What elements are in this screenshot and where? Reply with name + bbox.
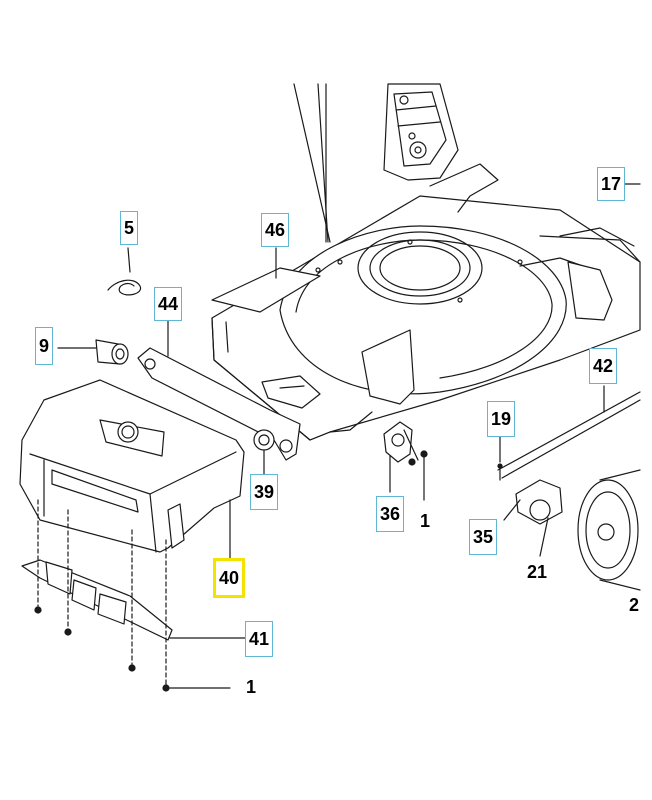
screw-lines xyxy=(37,499,167,687)
callout-36: 36 xyxy=(376,496,404,532)
callout-1-bottom: 1 xyxy=(245,677,256,697)
axle-rod-part xyxy=(497,385,641,481)
callout-21: 21 xyxy=(526,562,548,582)
bottom-flap-part xyxy=(21,559,251,641)
callout-19: 19 xyxy=(487,401,515,437)
screw-heads xyxy=(34,606,170,692)
bushing-part xyxy=(57,339,129,365)
callout-9: 9 xyxy=(35,327,53,365)
handle-bracket-part xyxy=(383,83,459,181)
leader-lines xyxy=(275,183,641,279)
callout-5: 5 xyxy=(120,211,138,245)
callout-2: 2 xyxy=(628,595,639,615)
top-pointer-lines xyxy=(293,83,331,243)
spring-part xyxy=(107,247,142,296)
mower-deck-part xyxy=(211,163,641,441)
callout-1-top: 1 xyxy=(419,511,430,531)
clip-part xyxy=(497,435,503,469)
callout-40: 40 xyxy=(213,558,245,598)
callout-39: 39 xyxy=(250,474,278,510)
hub-part xyxy=(503,479,563,557)
callout-42: 42 xyxy=(589,348,617,384)
callout-35: 35 xyxy=(469,519,497,555)
rear-cover-part xyxy=(19,379,245,561)
axle-bracket-part xyxy=(383,421,428,501)
callout-41: 41 xyxy=(245,621,273,657)
callout-44: 44 xyxy=(154,287,182,321)
callout-17: 17 xyxy=(597,167,625,201)
wheel-part xyxy=(577,469,641,591)
callout-46: 46 xyxy=(261,213,289,247)
